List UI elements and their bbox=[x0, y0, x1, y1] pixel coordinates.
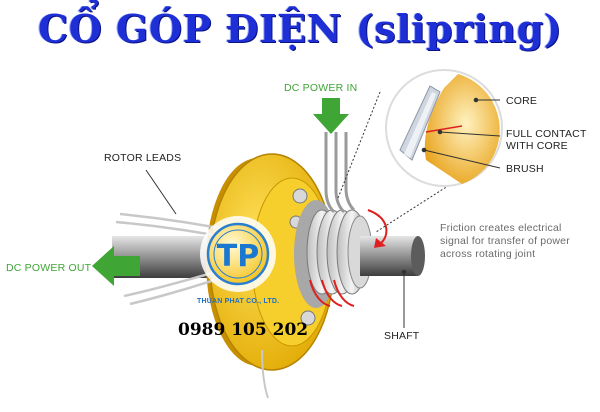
label-brush: BRUSH bbox=[506, 163, 544, 175]
company-logo: TP bbox=[200, 216, 276, 292]
logo-letters: TP bbox=[217, 239, 259, 274]
shaft-right bbox=[360, 236, 418, 276]
dc-power-in-arrow bbox=[313, 98, 349, 134]
label-dc-power-in: DC POWER IN bbox=[284, 82, 358, 94]
leader-lines bbox=[145, 97, 501, 328]
zoom-callout bbox=[337, 69, 503, 233]
label-rotor-leads: ROTOR LEADS bbox=[104, 152, 182, 164]
bottom-wire bbox=[261, 349, 269, 399]
label-full-contact-2: WITH CORE bbox=[506, 140, 568, 152]
label-friction-3: across rotating joint bbox=[440, 248, 536, 260]
logo-company-name: THUAN PHAT CO., LTD. bbox=[197, 298, 280, 305]
rotation-arrows bbox=[309, 209, 388, 307]
label-friction-2: signal for transfer of power bbox=[440, 235, 570, 247]
label-shaft: SHAFT bbox=[384, 330, 420, 342]
brushes bbox=[324, 132, 356, 214]
label-dc-power-out: DC POWER OUT bbox=[6, 262, 92, 274]
page-title: CỔ GÓP ĐIỆN (slipring) bbox=[37, 6, 563, 51]
slip-rings bbox=[294, 200, 373, 308]
label-core: CORE bbox=[506, 95, 538, 107]
dc-power-out-arrow bbox=[92, 246, 140, 286]
phone-number: 0989 105 202 bbox=[178, 320, 309, 340]
label-full-contact-1: FULL CONTACT bbox=[506, 128, 587, 140]
label-friction-1: Friction creates electrical bbox=[440, 222, 562, 234]
